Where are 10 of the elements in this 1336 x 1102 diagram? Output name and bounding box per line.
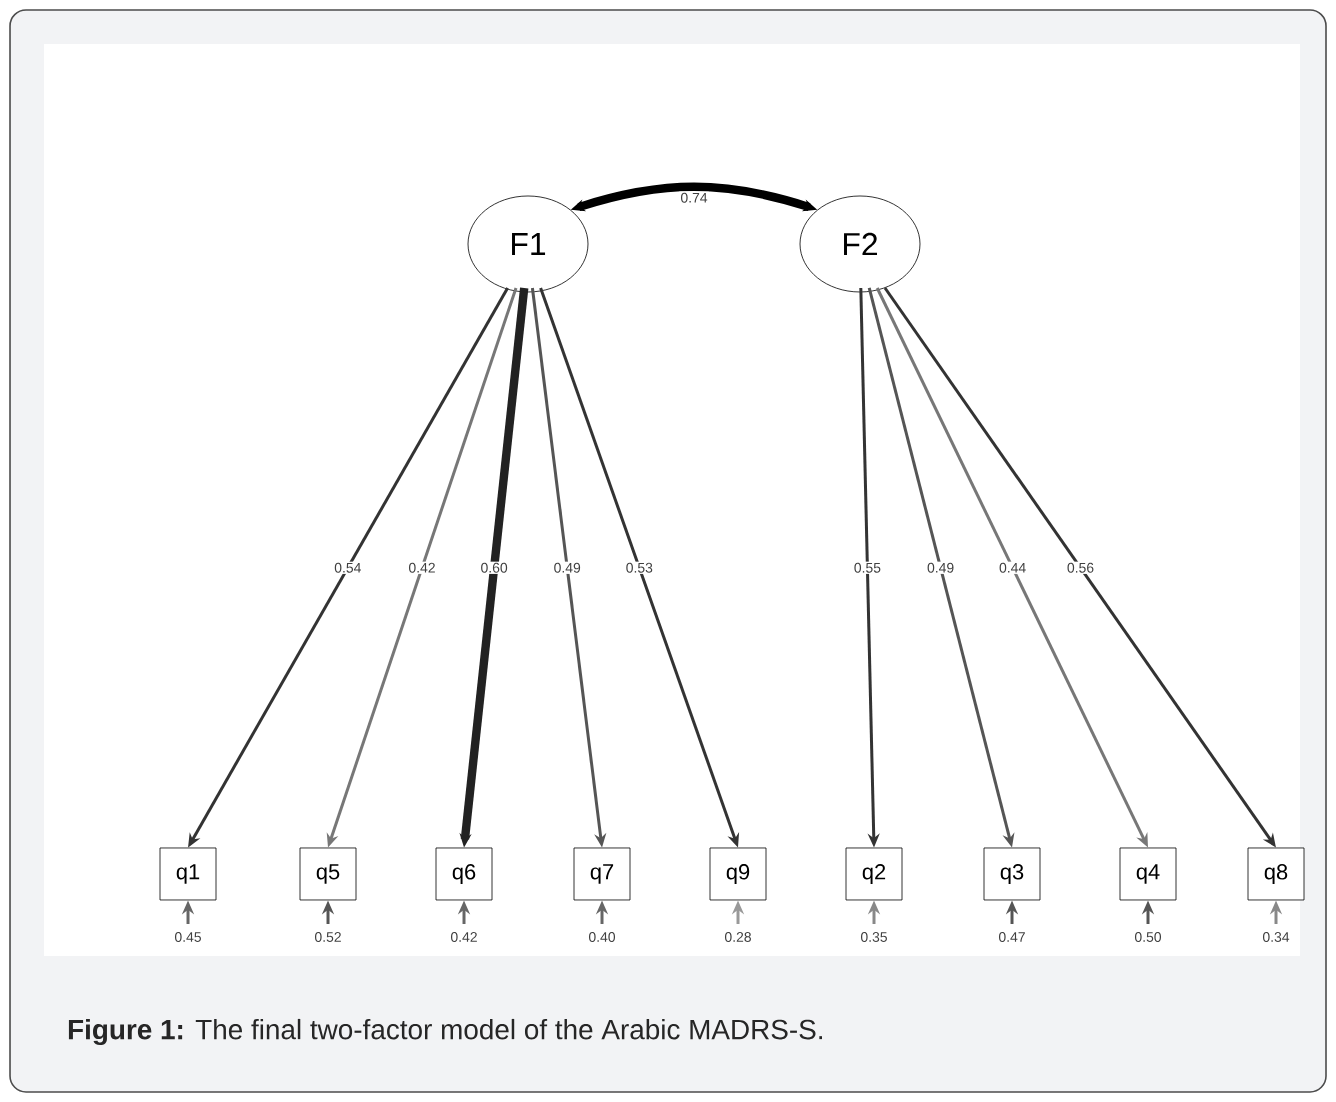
item-box: q5 bbox=[299, 847, 357, 901]
item-box: q3 bbox=[983, 847, 1041, 901]
item-box: q1 bbox=[159, 847, 217, 901]
item-box: q7 bbox=[573, 847, 631, 901]
item-box: q6 bbox=[435, 847, 493, 901]
item-box: q2 bbox=[845, 847, 903, 901]
item-box: q8 bbox=[1247, 847, 1305, 901]
item-box: q9 bbox=[709, 847, 767, 901]
item-box: q4 bbox=[1119, 847, 1177, 901]
figure-caption: Figure 1: The final two-factor model of the Arabic MADRS-S. bbox=[68, 1018, 822, 1046]
